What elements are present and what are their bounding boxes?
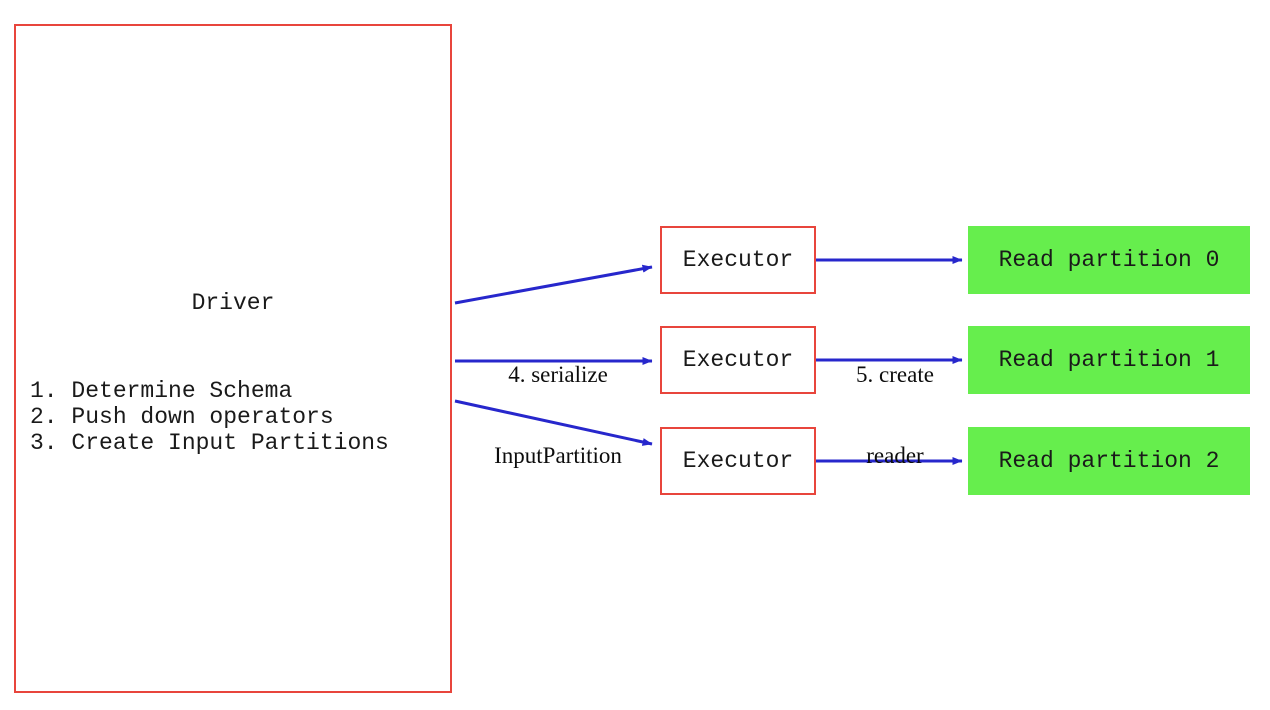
- driver-step-item: 2. Push down operators: [30, 404, 334, 430]
- edge-label-create-reader-line-1: 5. create: [856, 362, 934, 387]
- executor-box-0: Executor: [660, 226, 816, 294]
- edge-label-serialize: 4. serialize InputPartition: [458, 307, 658, 523]
- executor-box-2: Executor: [660, 427, 816, 495]
- driver-step-list: 1. Determine Schema 2. Push down operato…: [30, 378, 450, 456]
- executor-label: Executor: [682, 448, 794, 474]
- driver-step-item: 3. Create Input Partitions: [30, 430, 389, 456]
- partition-label: Read partition 1: [998, 347, 1220, 373]
- executor-label: Executor: [682, 347, 794, 373]
- edge-label-serialize-line-2: InputPartition: [494, 443, 622, 468]
- edge-label-create-reader-line-2: reader: [866, 443, 924, 468]
- driver-box: Driver 1. Determine Schema 2. Push down …: [14, 24, 452, 693]
- edge-label-create-reader: 5. create reader: [826, 307, 964, 523]
- partition-box-0: Read partition 0: [968, 226, 1250, 294]
- partition-box-2: Read partition 2: [968, 427, 1250, 495]
- driver-title: Driver: [191, 290, 275, 316]
- executor-box-1: Executor: [660, 326, 816, 394]
- executor-label: Executor: [682, 247, 794, 273]
- partition-label: Read partition 0: [998, 247, 1220, 273]
- driver-step-item: 1. Determine Schema: [30, 378, 293, 404]
- edge-label-serialize-line-1: 4. serialize: [508, 362, 608, 387]
- partition-box-1: Read partition 1: [968, 326, 1250, 394]
- partition-label: Read partition 2: [998, 448, 1220, 474]
- arrow-driver-to-executor-0: [454, 264, 653, 305]
